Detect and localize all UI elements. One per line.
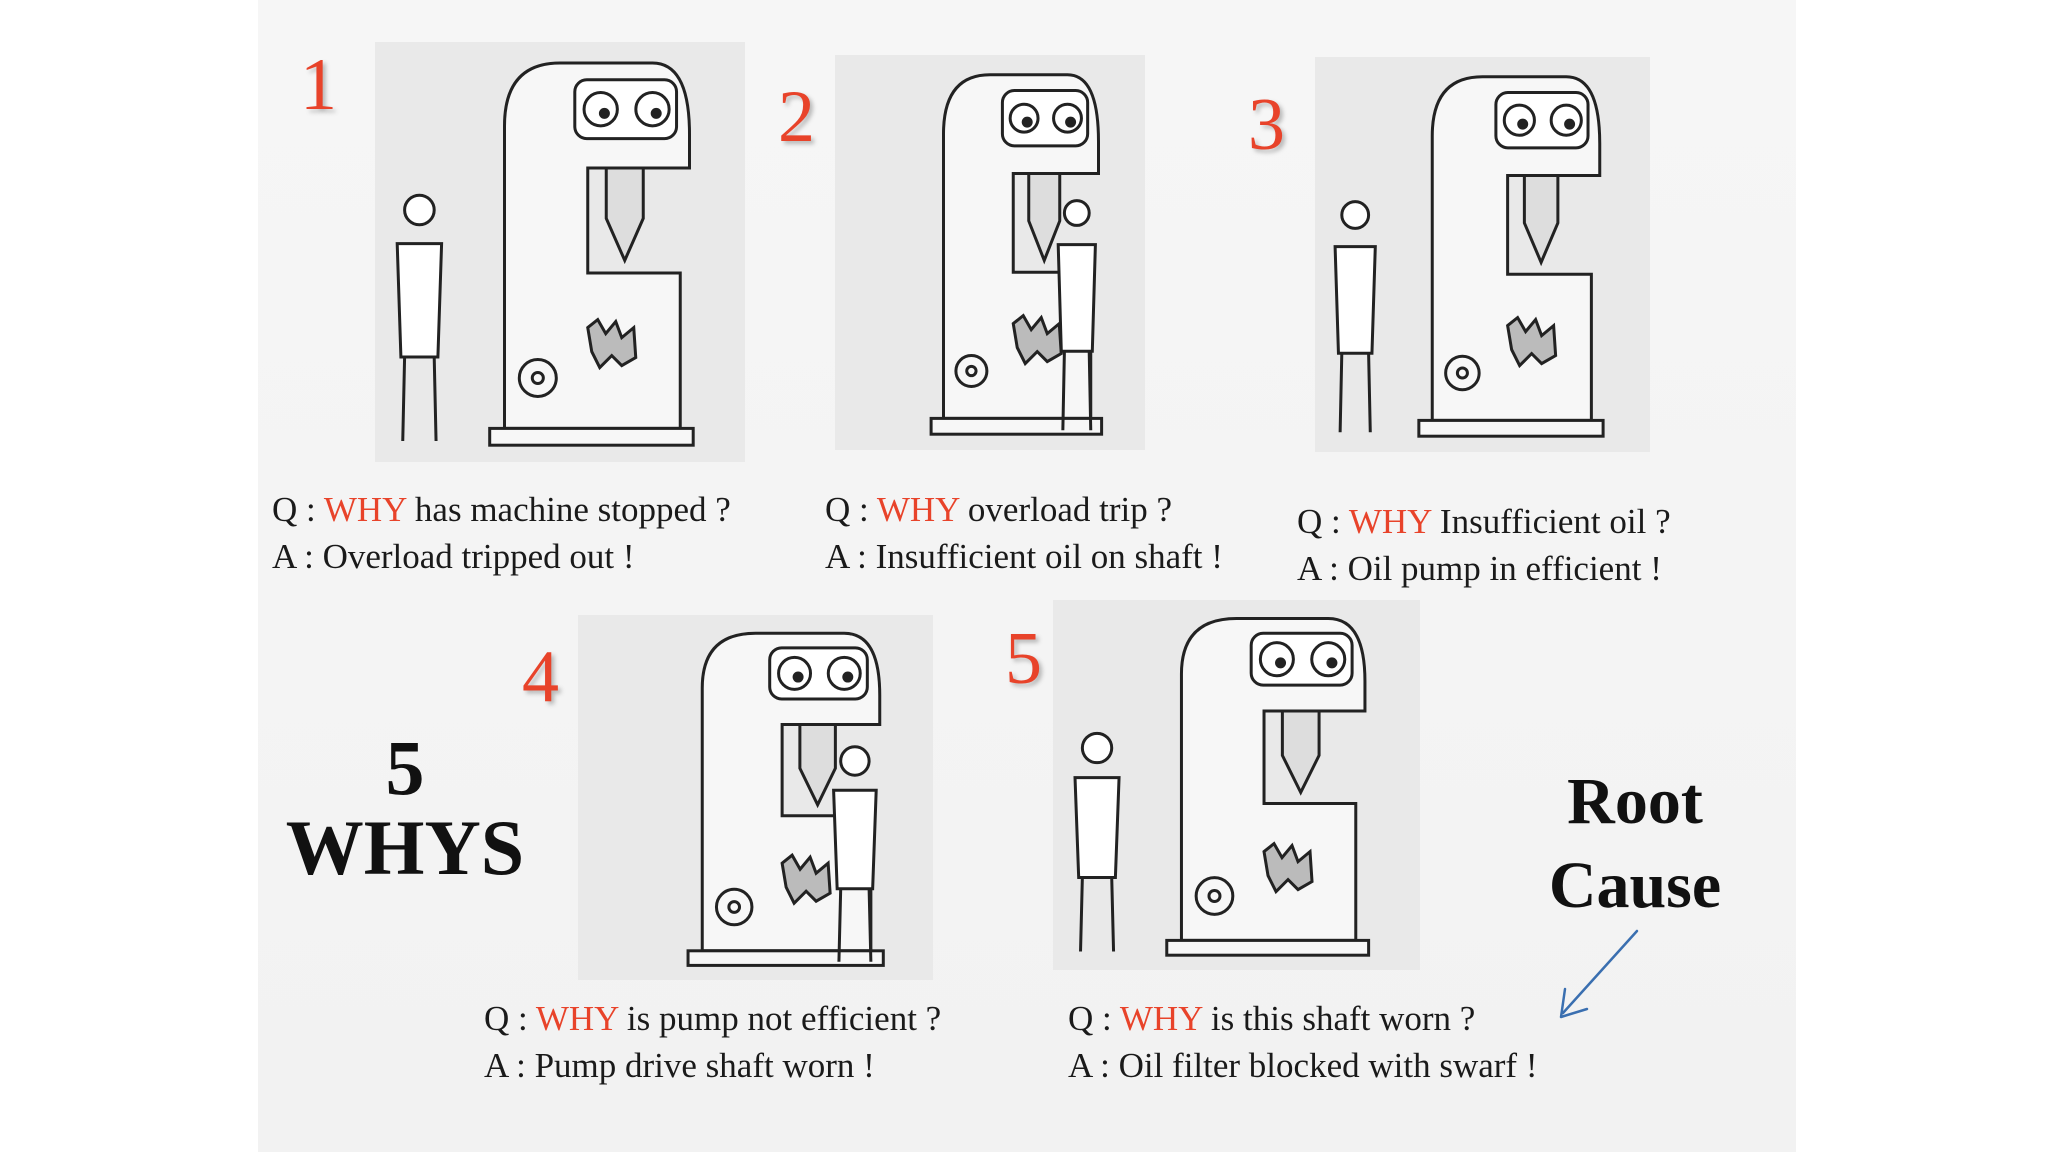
answer-3: A : Oil pump in efficient ! — [1297, 549, 1662, 588]
machine-pupil-left — [1275, 657, 1287, 669]
machine-pupil-left — [1021, 116, 1033, 128]
arrow-icon — [1559, 929, 1639, 1019]
man-legs — [1338, 353, 1372, 433]
man-body — [395, 242, 444, 359]
gear-wheel — [714, 887, 754, 927]
man-head — [1340, 200, 1371, 230]
man-body — [1073, 776, 1121, 879]
caption-2: Q : WHY overload trip ? A : Insufficient… — [825, 486, 1223, 580]
worn-gearbox — [780, 852, 832, 906]
man-head — [1062, 199, 1091, 227]
page-title: 5 WHYS — [275, 728, 535, 888]
cartoon-panel-4 — [578, 615, 933, 980]
gear-hub — [727, 900, 742, 914]
step-number-3: 3 — [1248, 84, 1285, 166]
answer-1: A : Overload tripped out ! — [272, 537, 635, 576]
question-1: Q : WHY has machine stopped ? — [272, 490, 731, 529]
machine-base — [488, 426, 695, 447]
machine-base — [929, 416, 1104, 436]
question-3: Q : WHY Insufficient oil ? — [1297, 502, 1671, 541]
man-head — [403, 193, 436, 227]
answer-2: A : Insufficient oil on shaft ! — [825, 537, 1223, 576]
machine-pupil-right — [650, 107, 662, 119]
cartoon-panel-3 — [1315, 57, 1650, 452]
man-legs — [401, 356, 438, 442]
gear-wheel — [517, 358, 558, 398]
title-number: 5 — [385, 724, 425, 811]
machine-body — [1430, 75, 1602, 422]
man-legs — [837, 888, 873, 962]
machine-base — [686, 949, 885, 967]
question-5: Q : WHY is this shaft worn ? — [1068, 999, 1476, 1038]
gear-hub — [1455, 366, 1469, 380]
machine-base — [1165, 938, 1371, 957]
cartoon-panel-5 — [1053, 600, 1420, 970]
machine-pupil-left — [598, 107, 610, 119]
machine-cartoon — [1073, 617, 1371, 957]
caption-4: Q : WHY is pump not efficient ? A : Pump… — [484, 995, 941, 1089]
drill-bit — [1027, 172, 1062, 265]
drill-bit — [1522, 174, 1560, 267]
man-head — [839, 745, 871, 777]
title-word: WHYS — [285, 804, 525, 891]
machine-pupil-left — [1517, 118, 1529, 130]
machine-cartoon — [395, 61, 695, 447]
answer-5: A : Oil filter blocked with swarf ! — [1068, 1046, 1538, 1085]
machine-body — [503, 61, 691, 430]
question-4: Q : WHY is pump not efficient ? — [484, 999, 942, 1038]
root-cause-label: Root Cause — [1520, 760, 1750, 928]
gear-wheel — [954, 354, 989, 388]
machine-pupil-right — [842, 671, 854, 683]
caption-3: Q : WHY Insufficient oil ? A : Oil pump … — [1297, 498, 1671, 592]
man-body — [1056, 243, 1097, 353]
step-number-2: 2 — [778, 76, 815, 158]
machine-base — [1417, 418, 1605, 438]
cartoon-panel-2 — [835, 55, 1145, 450]
machine-pupil-left — [792, 671, 804, 683]
gear-hub — [530, 370, 545, 386]
drill-bit — [798, 723, 837, 809]
man-body — [1333, 245, 1377, 355]
drill-bit — [1280, 709, 1321, 796]
step-number-1: 1 — [300, 44, 337, 126]
caption-1: Q : WHY has machine stopped ? A : Overlo… — [272, 486, 731, 580]
caption-5: Q : WHY is this shaft worn ? A : Oil fil… — [1068, 995, 1537, 1089]
machine-cartoon — [686, 631, 885, 967]
gear-wheel — [1194, 876, 1235, 916]
gear-hub — [965, 364, 978, 378]
machine-body — [1179, 617, 1367, 942]
step-number-4: 4 — [522, 636, 559, 718]
gear-wheel — [1444, 354, 1481, 392]
gear-hub — [1207, 888, 1222, 904]
drill-bit — [604, 166, 645, 265]
step-number-5: 5 — [1005, 618, 1042, 700]
machine-pupil-right — [1065, 116, 1077, 128]
root-cause-line-2: Cause — [1548, 849, 1722, 922]
root-cause-line-1: Root — [1567, 765, 1703, 838]
machine-eye-right — [634, 91, 671, 128]
worn-gearbox — [586, 317, 638, 371]
cartoon-panel-1 — [375, 42, 745, 462]
machine-pupil-right — [1564, 118, 1576, 130]
man-legs — [1079, 877, 1116, 952]
man-legs — [1061, 351, 1093, 431]
man-head — [1080, 731, 1114, 765]
machine-pupil-right — [1326, 657, 1338, 669]
machine-cartoon — [1333, 75, 1605, 438]
worn-gearbox — [1262, 841, 1314, 895]
machine-cartoon — [929, 73, 1104, 436]
man-body — [832, 788, 878, 891]
machine-eye-left — [582, 91, 619, 128]
worn-gearbox — [1506, 315, 1558, 369]
question-2: Q : WHY overload trip ? — [825, 490, 1173, 529]
answer-4: A : Pump drive shaft worn ! — [484, 1046, 875, 1085]
